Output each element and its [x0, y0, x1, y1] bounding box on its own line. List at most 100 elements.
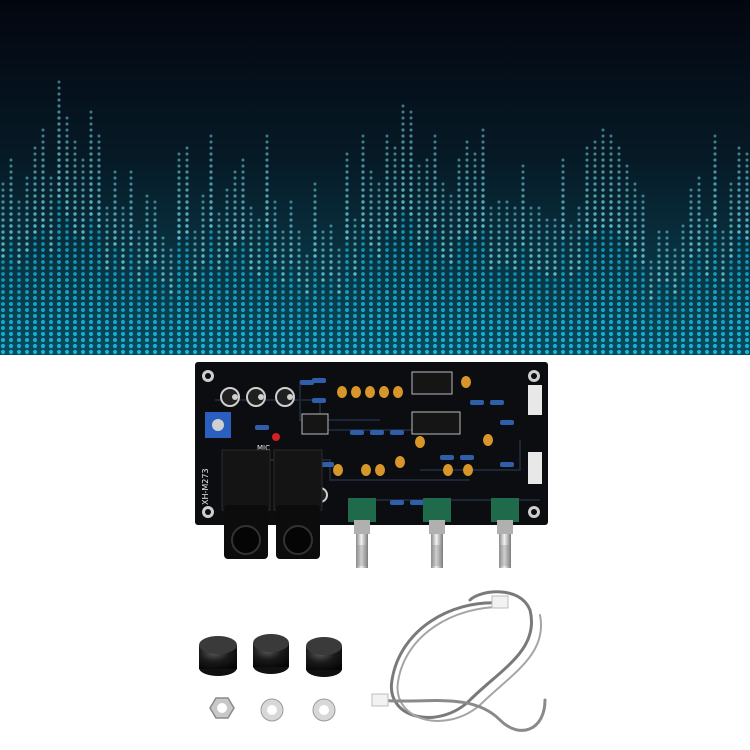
spectrum-dot	[112, 325, 118, 331]
spectrum-dot	[505, 272, 509, 276]
spectrum-dot	[225, 314, 229, 318]
spectrum-dot	[65, 242, 69, 246]
spectrum-dot	[57, 164, 61, 168]
spectrum-dot	[89, 152, 93, 156]
spectrum-dot	[113, 308, 117, 312]
spectrum-dot	[97, 176, 101, 180]
spectrum-dot	[409, 128, 413, 132]
spectrum-dot	[641, 218, 645, 222]
spectrum-dot	[1, 290, 5, 294]
spectrum-dot	[377, 308, 381, 312]
spectrum-dot	[73, 302, 77, 306]
spectrum-dot	[336, 343, 342, 349]
spectrum-dot	[368, 337, 374, 343]
spectrum-dot	[472, 337, 478, 343]
resistor	[370, 430, 384, 435]
spectrum-dot	[113, 248, 117, 252]
spectrum-dot	[601, 230, 605, 234]
spectrum-dot	[585, 260, 589, 264]
spectrum-dot	[41, 290, 45, 294]
spectrum-dot	[209, 164, 213, 168]
spectrum-dot	[80, 349, 86, 355]
spectrum-dot	[721, 266, 725, 270]
spectrum-dot	[721, 302, 725, 306]
spectrum-dot	[105, 230, 109, 234]
spectrum-dot	[169, 302, 173, 306]
spectrum-dot	[89, 164, 93, 168]
spectrum-dot	[481, 278, 485, 282]
banner-background	[0, 0, 750, 355]
spectrum-dot	[265, 164, 269, 168]
spectrum-dot	[585, 242, 589, 246]
spectrum-dot	[385, 188, 389, 192]
spectrum-dot	[73, 200, 77, 204]
spectrum-dot	[153, 200, 157, 204]
spectrum-dot	[568, 331, 574, 337]
spectrum-dot	[705, 242, 709, 246]
spectrum-dot	[321, 254, 325, 258]
spectrum-dot	[593, 248, 597, 252]
spectrum-dot	[441, 266, 445, 270]
spectrum-dot	[601, 296, 605, 300]
spectrum-dot	[425, 212, 429, 216]
spectrum-dot	[505, 266, 509, 270]
spectrum-dot	[257, 254, 261, 258]
spectrum-dot	[689, 224, 693, 228]
spectrum-dot	[537, 248, 541, 252]
spectrum-dot	[449, 296, 453, 300]
spectrum-dot	[160, 331, 166, 337]
spectrum-dot	[217, 308, 221, 312]
spectrum-dot	[1, 206, 5, 210]
spectrum-dot	[577, 236, 581, 240]
spectrum-dot	[353, 230, 357, 234]
spectrum-dot	[616, 319, 622, 325]
spectrum-dot	[497, 290, 501, 294]
spectrum-dot	[17, 296, 21, 300]
spectrum-dot	[97, 218, 101, 222]
spectrum-dot	[601, 290, 605, 294]
spectrum-dot	[72, 325, 78, 331]
spectrum-dot	[65, 266, 69, 270]
spectrum-dot	[33, 290, 37, 294]
spectrum-dot	[449, 266, 453, 270]
spectrum-dot	[249, 212, 253, 216]
spectrum-dot	[73, 254, 77, 258]
spectrum-dot	[57, 242, 61, 246]
spectrum-dot	[361, 194, 365, 198]
spectrum-dot	[345, 308, 349, 312]
spectrum-dot	[328, 343, 334, 349]
spectrum-dot	[9, 302, 13, 306]
spectrum-dot	[57, 176, 61, 180]
spectrum-dot	[433, 290, 437, 294]
spectrum-dot	[137, 284, 141, 288]
spectrum-dot	[609, 176, 613, 180]
spectrum-dot	[201, 290, 205, 294]
spectrum-dot	[697, 272, 701, 276]
spectrum-dot	[8, 325, 14, 331]
spectrum-dot	[633, 296, 637, 300]
spectrum-dot	[505, 230, 509, 234]
spectrum-dot	[289, 212, 293, 216]
spectrum-dot	[457, 170, 461, 174]
spectrum-dot	[425, 260, 429, 264]
spectrum-dot	[361, 266, 365, 270]
spectrum-dot	[33, 212, 37, 216]
spectrum-dot	[625, 272, 629, 276]
spectrum-dot	[593, 200, 597, 204]
spectrum-dot	[665, 302, 669, 306]
spectrum-dot	[40, 343, 46, 349]
spectrum-dot	[624, 319, 630, 325]
spectrum-dot	[449, 260, 453, 264]
spectrum-dot	[57, 284, 61, 288]
spectrum-dot	[288, 349, 294, 355]
spectrum-dot	[448, 337, 454, 343]
spectrum-dot	[232, 337, 238, 343]
spectrum-dot	[249, 266, 253, 270]
spectrum-dot	[265, 302, 269, 306]
spectrum-dot	[168, 343, 174, 349]
spectrum-dot	[553, 284, 557, 288]
spectrum-dot	[609, 296, 613, 300]
spectrum-dot	[313, 218, 317, 222]
spectrum-dot	[465, 170, 469, 174]
spectrum-dot	[713, 284, 717, 288]
